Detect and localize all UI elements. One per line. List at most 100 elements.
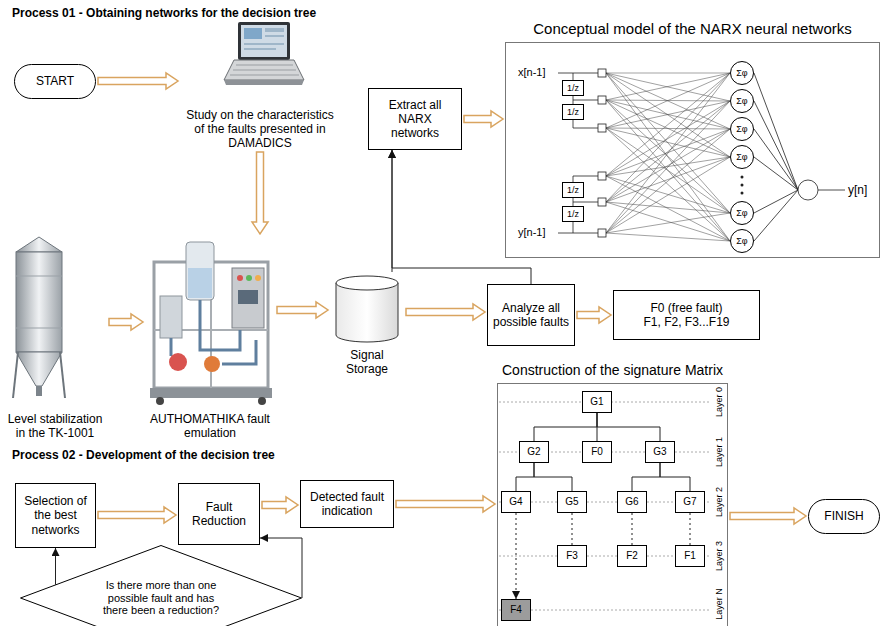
delay-box: 1/z bbox=[562, 206, 584, 222]
node-text: Level stabilization in the TK-1001 bbox=[3, 412, 107, 440]
node-text: Extract all NARX networks bbox=[373, 98, 457, 140]
node-text: Study on the characteristics of the faul… bbox=[182, 108, 338, 150]
diamond-outline bbox=[21, 546, 302, 626]
matrix-node: F1 bbox=[675, 545, 705, 567]
flow-arrow bbox=[98, 507, 176, 523]
connector-line bbox=[516, 463, 534, 491]
layer-label: Layer 1 bbox=[714, 437, 725, 467]
node-text: F1 bbox=[684, 550, 696, 562]
node-text: 1/z bbox=[567, 83, 579, 94]
matrix-node: G6 bbox=[617, 491, 647, 513]
node-text: G5 bbox=[565, 496, 578, 508]
node-text: F0 (free fault) F1, F2, F3...F19 bbox=[642, 301, 732, 329]
tank-illustration bbox=[13, 237, 65, 398]
neuron-circle: Σφ bbox=[730, 117, 754, 141]
delay-box: 1/z bbox=[562, 182, 584, 198]
node-text: G4 bbox=[509, 496, 522, 508]
node-text: F0 bbox=[591, 446, 603, 458]
matrix-node: G2 bbox=[519, 441, 549, 463]
process-box: Analyze all possible faults bbox=[487, 284, 575, 346]
delay-box: 1/z bbox=[562, 104, 584, 120]
node-text: 1/z bbox=[567, 185, 579, 196]
neuron-circle: Σφ bbox=[730, 201, 754, 225]
connector-line bbox=[597, 413, 660, 441]
node-text: Fault Reduction bbox=[183, 500, 255, 528]
model-panel: Conceptual model of the NARX neural netw… bbox=[505, 42, 880, 258]
connector-line bbox=[632, 463, 660, 491]
node-text: START bbox=[36, 74, 74, 88]
connector-line bbox=[632, 513, 633, 545]
node-text: Σφ bbox=[736, 236, 747, 247]
process-box: Detected fault indication bbox=[300, 480, 394, 528]
node-text: Is there more than one possible fault an… bbox=[101, 579, 221, 618]
signal-name: x[n-1] bbox=[518, 66, 546, 79]
flow-arrow bbox=[406, 304, 485, 320]
fault-list-box: F0 (free fault) F1, F2, F3...F19 bbox=[613, 290, 760, 340]
node-text: Analyze all possible faults bbox=[492, 301, 570, 329]
layer-label: Layer 0 bbox=[714, 387, 725, 417]
node-text: Selection of the best networks bbox=[20, 494, 91, 536]
terminal-pill: FINISH bbox=[808, 499, 880, 534]
process-box: Fault Reduction bbox=[178, 483, 260, 545]
connector-line bbox=[534, 463, 572, 491]
node-text: G6 bbox=[625, 496, 638, 508]
node-text: Detected fault indication bbox=[305, 490, 389, 518]
node-text: AUTHOMATHIKA fault emulation bbox=[145, 412, 275, 440]
process-box: Selection of the best networks bbox=[15, 483, 96, 548]
node-text: F4 bbox=[510, 604, 522, 616]
node-text: 1/z bbox=[567, 107, 579, 118]
flow-arrow bbox=[277, 302, 328, 318]
matrix-node: F4 bbox=[501, 599, 531, 621]
neuron-circle: Σφ bbox=[730, 89, 754, 113]
node-text: G1 bbox=[590, 396, 603, 408]
flow-arrow bbox=[730, 508, 806, 524]
matrix-panel: Construction of the signature MatrixG1G2… bbox=[497, 383, 728, 626]
node-text: Σφ bbox=[736, 152, 747, 163]
panel-heading: Construction of the signature Matrix bbox=[502, 362, 723, 379]
matrix-node: F0 bbox=[582, 441, 612, 463]
layer-label: Layer N bbox=[714, 588, 725, 620]
flow-arrow bbox=[252, 152, 268, 234]
flow-arrow bbox=[464, 111, 503, 127]
flow-arrow bbox=[262, 497, 298, 513]
matrix-node: F3 bbox=[557, 545, 587, 567]
signal-name: y[n] bbox=[848, 183, 867, 197]
illustrated-step: AUTHOMATHIKA fault emulation bbox=[145, 236, 275, 440]
matrix-node: G1 bbox=[582, 391, 612, 413]
node-text: F3 bbox=[566, 550, 578, 562]
neuron-circle: Σφ bbox=[730, 61, 754, 85]
matrix-node: G4 bbox=[501, 491, 531, 513]
node-text: G3 bbox=[653, 446, 666, 458]
layer-label: Layer 2 bbox=[714, 487, 725, 517]
flow-arrow bbox=[109, 314, 143, 330]
neuron-circle: Σφ bbox=[730, 145, 754, 169]
connector-line bbox=[55, 548, 56, 585]
layer-guides bbox=[499, 402, 709, 610]
connector-line bbox=[690, 513, 691, 545]
process-heading: Process 02 - Development of the decision… bbox=[12, 448, 275, 462]
matrix-node: G3 bbox=[645, 441, 675, 463]
connector-line bbox=[660, 463, 690, 491]
node-text: F2 bbox=[626, 550, 638, 562]
illustrated-step: Level stabilization in the TK-1001 bbox=[3, 232, 107, 440]
storage-step: Signal Storage bbox=[330, 272, 404, 376]
node-text: FINISH bbox=[824, 509, 863, 523]
matrix-node: F2 bbox=[617, 545, 647, 567]
signal-name: y[n-1] bbox=[518, 226, 546, 239]
node-text: Σφ bbox=[736, 208, 747, 219]
flow-arrow bbox=[577, 307, 611, 323]
decision-diamond: Is there more than one possible fault an… bbox=[20, 545, 302, 626]
delay-box: 1/z bbox=[562, 80, 584, 96]
connector-line bbox=[516, 513, 517, 599]
connector-line bbox=[572, 513, 573, 545]
node-text: G7 bbox=[683, 496, 696, 508]
panel-heading: Conceptual model of the NARX neural netw… bbox=[533, 20, 852, 38]
narx-wiring bbox=[558, 69, 845, 241]
neuron-circle: Σφ bbox=[730, 229, 754, 253]
node-text: Σφ bbox=[736, 124, 747, 135]
flow-arrow bbox=[396, 496, 495, 512]
matrix-node: G5 bbox=[557, 491, 587, 513]
matrix-node: G7 bbox=[675, 491, 705, 513]
